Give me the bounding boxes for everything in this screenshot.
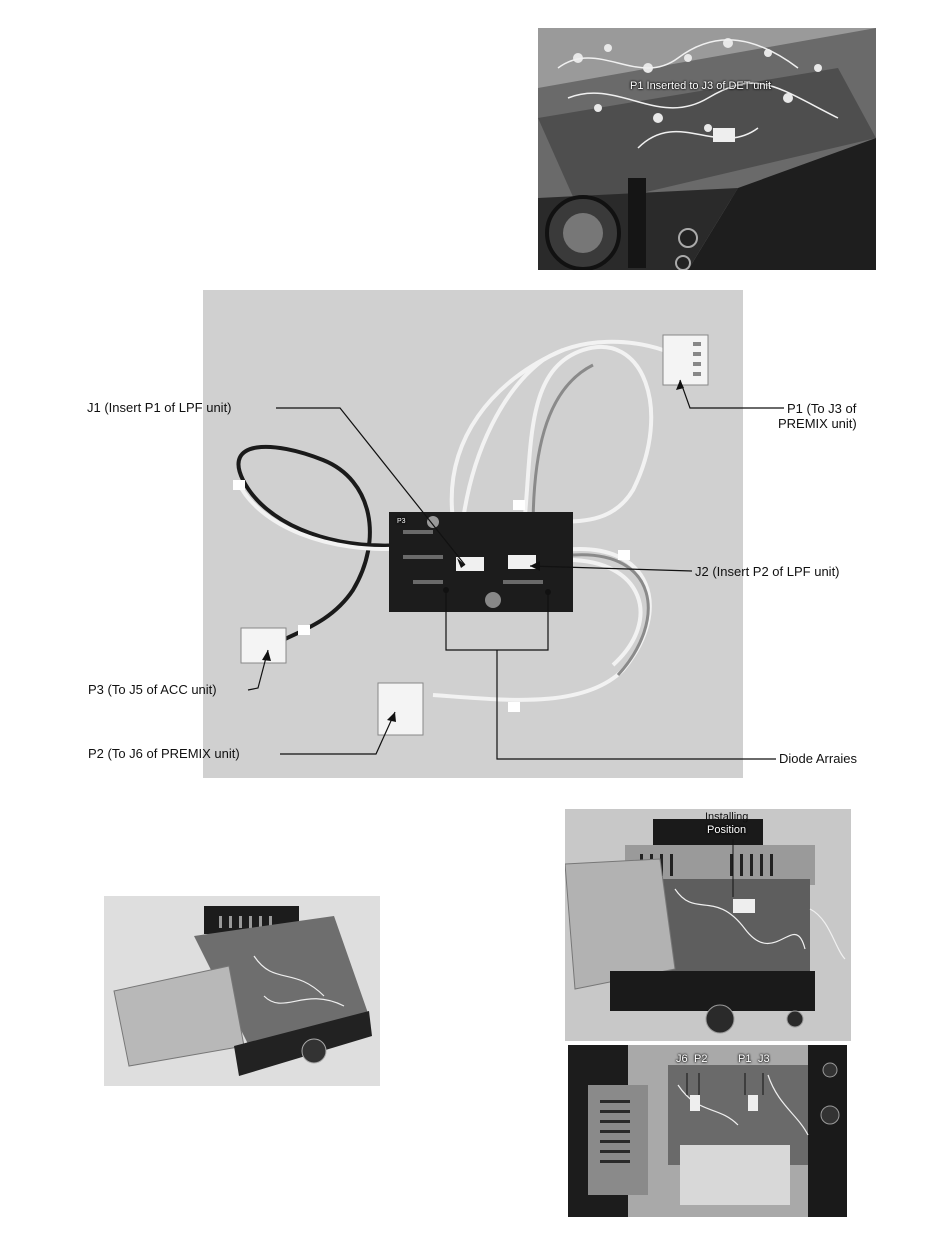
j2-callout: J2 (Insert P2 of LPF unit) [695,564,840,579]
harness-board-photo: P3 [203,290,743,778]
radio-open-photo [104,896,380,1086]
installing-position-caption-line2: Position [707,824,746,836]
p3-callout: P3 (To J5 of ACC unit) [88,682,217,697]
harness-board-illustration [203,290,743,778]
radio-open-illustration [104,896,380,1086]
connector-location-illustration [568,1045,847,1217]
det-unit-caption: P1 Inserted to J3 of DET unit [630,80,771,92]
installing-position-illustration [565,809,851,1041]
p1-callout-line1: P1 (To J3 of [787,401,856,416]
det-unit-illustration [538,28,876,270]
p2-callout: P2 (To J6 of PREMIX unit) [88,746,240,761]
board-mark: P3 [397,516,406,528]
connector-location-photo: J6 P2 P1 J3 [568,1045,847,1217]
installing-position-caption-line1: Installing [705,811,748,823]
p1-callout-line2: PREMIX unit) [778,416,857,431]
j3-label: J3 [758,1053,770,1065]
diode-arrays-callout: Diode Arraies [779,751,857,766]
p2-label: P2 [694,1053,707,1065]
j1-callout: J1 (Insert P1 of LPF unit) [87,400,232,415]
installing-position-photo: Installing Position [565,809,851,1041]
det-unit-photo: P1 Inserted to J3 of DET unit [538,28,876,270]
j6-label: J6 [676,1053,688,1065]
p1-label: P1 [738,1053,751,1065]
